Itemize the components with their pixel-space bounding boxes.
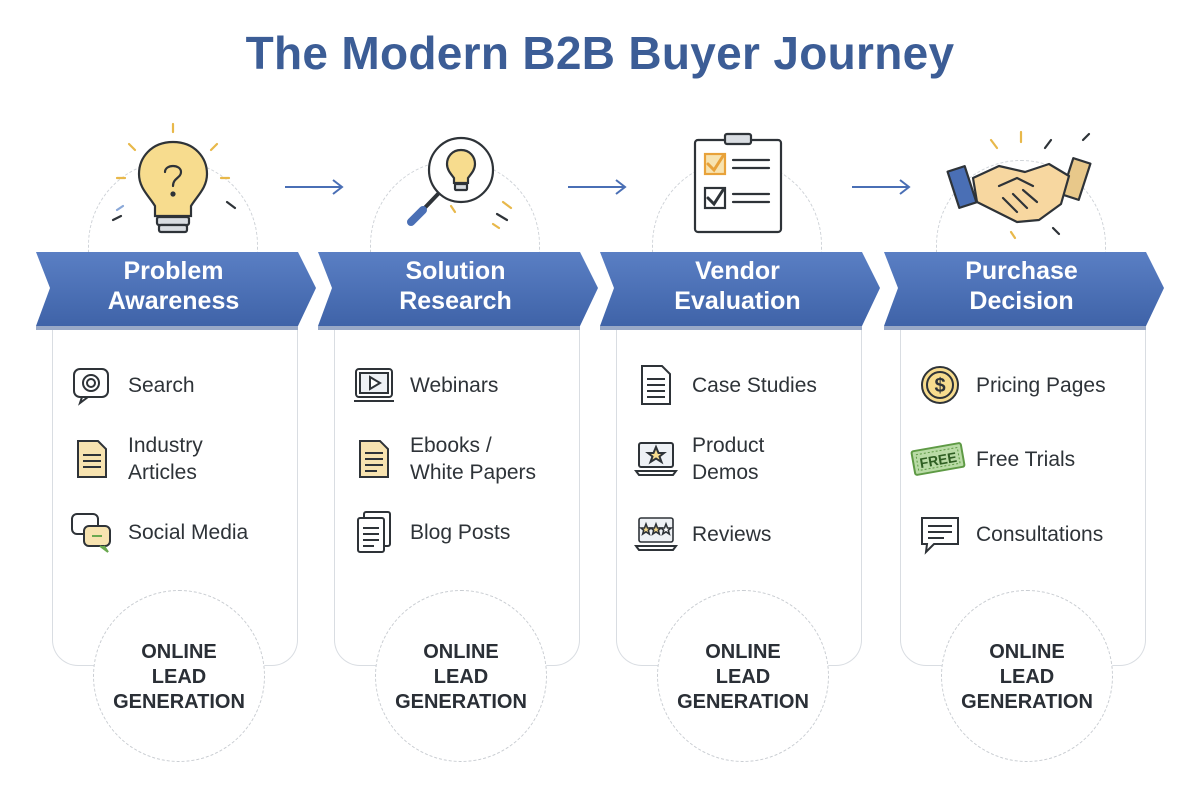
arrow-right-icon xyxy=(568,179,627,195)
search-bubble-icon xyxy=(73,368,109,406)
ebook-icon xyxy=(359,440,389,478)
list-item: Reviews xyxy=(634,512,854,556)
video-play-icon xyxy=(354,368,394,402)
item-label: Blog Posts xyxy=(410,520,511,544)
stage-purchase-decision: Purchase Decision $ Pricing Pages FREE F… xyxy=(884,0,1166,800)
stage-vendor-evaluation: Vendor Evaluation Case Studies Product D… xyxy=(600,0,882,800)
item-label: Reviews xyxy=(692,522,772,546)
item-label: Industry Articles xyxy=(128,434,203,484)
list-item: Product Demos xyxy=(634,432,854,486)
list-item: Ebooks / White Papers xyxy=(352,432,572,486)
item-label: Webinars xyxy=(410,373,499,397)
list-item: Search xyxy=(70,363,290,407)
item-label: Product Demos xyxy=(692,434,765,484)
item-label: Ebooks / White Papers xyxy=(410,434,537,484)
article-icon xyxy=(77,440,107,478)
list-item: FREE Free Trials xyxy=(910,437,1138,481)
stage-title: Vendor Evaluation xyxy=(674,257,801,315)
stage-banner xyxy=(36,252,316,330)
stage-banner xyxy=(884,252,1164,330)
arrow-right-icon xyxy=(285,179,344,195)
lead-gen-label: ONLINE LEAD GENERATION xyxy=(395,641,527,713)
stage-solution-research: Solution Research Webinars Ebooks / Whit… xyxy=(318,0,600,800)
lead-gen-circle xyxy=(941,590,1113,762)
list-item: Industry Articles xyxy=(70,432,290,486)
list-item: Case Studies xyxy=(634,363,854,407)
laptop-star-icon xyxy=(634,442,678,476)
chat-lines-icon xyxy=(921,517,959,555)
lead-gen-label: ONLINE LEAD GENERATION xyxy=(961,641,1093,713)
document-icon xyxy=(357,511,391,553)
stage-title: Problem Awareness xyxy=(107,257,240,315)
lead-gen-circle xyxy=(375,590,547,762)
svg-text:FREE: FREE xyxy=(918,449,958,471)
stage-banner xyxy=(600,252,880,330)
stage-title: Purchase Decision xyxy=(965,257,1078,315)
list-item: Consultations xyxy=(918,512,1138,556)
item-label: Case Studies xyxy=(692,373,817,397)
checklist-icon xyxy=(693,132,783,234)
handshake-icon xyxy=(946,130,1092,240)
lead-gen-circle xyxy=(93,590,265,762)
list-item: Social Media xyxy=(70,510,290,554)
item-label: Free Trials xyxy=(976,447,1076,471)
item-label: Search xyxy=(128,373,195,397)
free-ticket-icon: FREE xyxy=(910,442,966,476)
dollar-coin-icon: $ xyxy=(921,366,959,404)
stage-banner xyxy=(318,252,598,330)
list-item: Webinars xyxy=(352,363,572,407)
stage-problem-awareness: Problem Awareness Search Industry Articl… xyxy=(36,0,318,800)
item-label: Consultations xyxy=(976,522,1104,546)
lead-gen-label: ONLINE LEAD GENERATION xyxy=(113,641,245,713)
svg-text:$: $ xyxy=(934,375,945,397)
chat-bubbles-icon xyxy=(71,513,111,553)
magnifier-lightbulb-icon xyxy=(407,136,513,230)
lightbulb-question-icon xyxy=(111,122,237,234)
lead-gen-label: ONLINE LEAD GENERATION xyxy=(677,641,809,713)
arrow-right-icon xyxy=(852,179,911,195)
item-label: Pricing Pages xyxy=(976,373,1106,397)
page-title: The Modern B2B Buyer Journey xyxy=(245,27,955,79)
list-item: Blog Posts xyxy=(352,510,572,554)
item-label: Social Media xyxy=(128,520,249,544)
stage-title: Solution Research xyxy=(399,257,512,315)
laptop-stars-icon xyxy=(634,517,678,551)
lead-gen-circle xyxy=(657,590,829,762)
list-item: $ Pricing Pages xyxy=(918,363,1138,407)
document-lines-icon xyxy=(641,365,671,405)
